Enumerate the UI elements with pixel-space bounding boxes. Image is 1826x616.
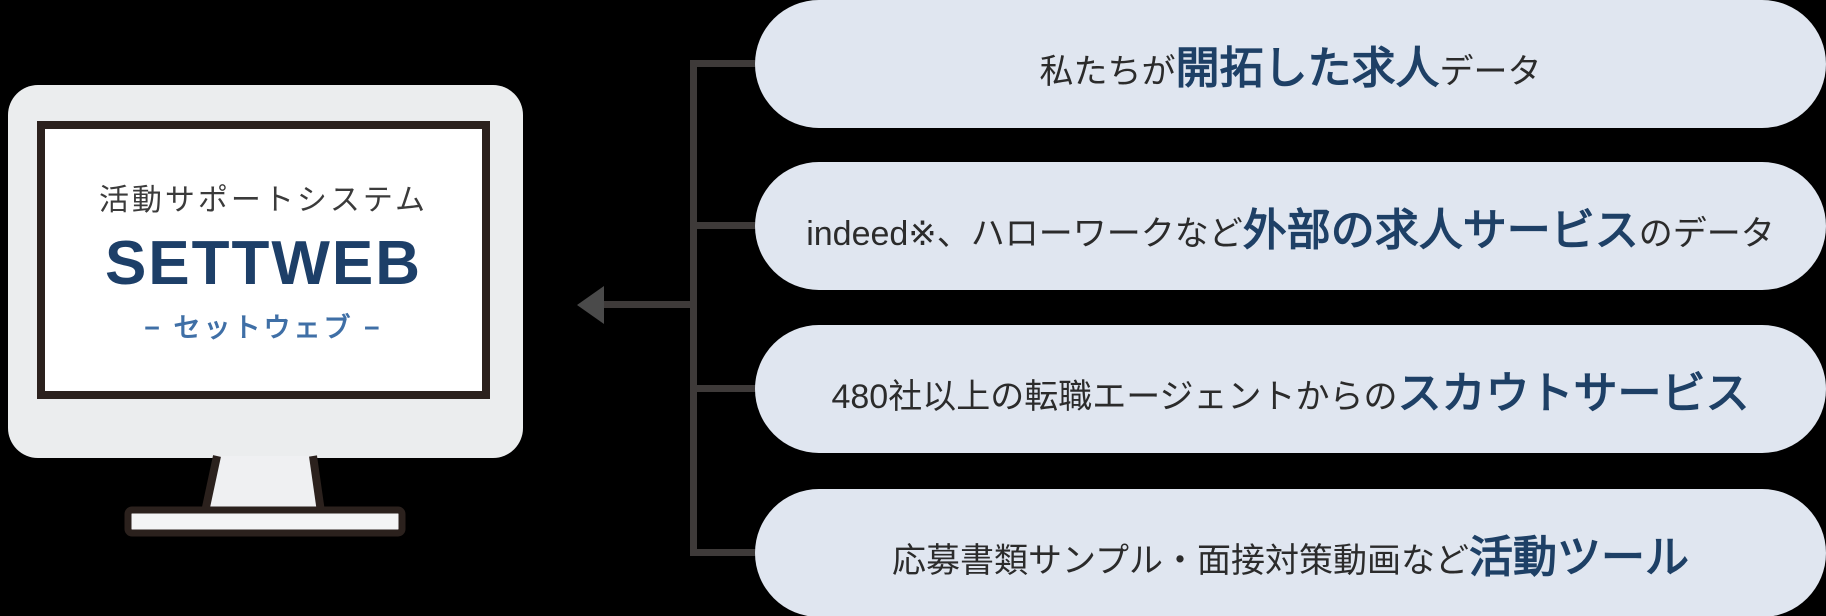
connector-branch-1 bbox=[690, 60, 760, 67]
pill-external-services: indeed※、ハローワークなど外部の求人サービスのデータ bbox=[755, 162, 1826, 290]
left-arrow-icon bbox=[577, 286, 604, 324]
pill-emphasis: 外部の求人サービス bbox=[1242, 206, 1639, 255]
pill-emphasis: 開拓した求人 bbox=[1175, 44, 1440, 93]
monitor-screen bbox=[37, 121, 490, 399]
connector-branch-4 bbox=[690, 549, 760, 556]
pill-own-job-data: 私たちが開拓した求人データ bbox=[755, 0, 1826, 128]
brand-reading: − セットウェブ − bbox=[144, 313, 383, 344]
pill-text: 480社以上の転職エージェントからのスカウトサービス bbox=[831, 357, 1749, 421]
pill-emphasis: スカウトサービス bbox=[1397, 369, 1750, 418]
pill-pre: 私たちが bbox=[1039, 53, 1176, 91]
connector-vertical-line bbox=[690, 60, 697, 556]
screen-content: 活動サポートシステム SETTWEB − セットウェブ − bbox=[37, 121, 490, 399]
monitor-stand bbox=[124, 455, 406, 537]
pill-post: のデータ bbox=[1638, 215, 1775, 253]
arrow-shaft bbox=[600, 301, 697, 308]
pill-text: indeed※、ハローワークなど外部の求人サービスのデータ bbox=[806, 194, 1775, 258]
pill-scout-service: 480社以上の転職エージェントからのスカウトサービス bbox=[755, 325, 1826, 453]
connector-branch-3 bbox=[690, 385, 760, 392]
system-label: 活動サポートシステム bbox=[98, 183, 429, 217]
pill-emphasis: 活動ツール bbox=[1468, 533, 1689, 582]
connector-branch-2 bbox=[690, 222, 760, 229]
pill-pre: indeed※、ハローワークなど bbox=[806, 215, 1243, 253]
brand-logo-text: SETTWEB bbox=[104, 228, 423, 298]
pill-pre: 応募書類サンプル・面接対策動画など bbox=[892, 542, 1469, 580]
pill-text: 応募書類サンプル・面接対策動画など活動ツール bbox=[892, 521, 1689, 585]
pill-text: 私たちが開拓した求人データ bbox=[1040, 32, 1542, 96]
pill-pre: 480社以上の転職エージェントからの bbox=[831, 378, 1398, 416]
pill-post: データ bbox=[1439, 53, 1542, 91]
pill-activity-tools: 応募書類サンプル・面接対策動画など活動ツール bbox=[755, 489, 1826, 616]
